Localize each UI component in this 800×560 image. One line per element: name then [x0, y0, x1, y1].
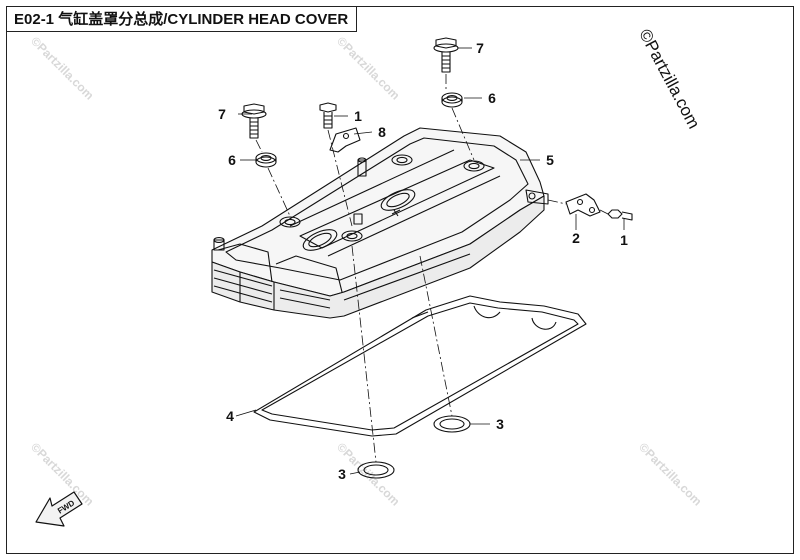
grommet-washer	[255, 152, 277, 168]
callout-1: 1	[620, 232, 628, 248]
o-ring	[433, 415, 471, 433]
hex-bolt	[319, 102, 337, 129]
callout-3: 3	[338, 466, 346, 482]
callout-8: 8	[378, 124, 386, 140]
grommet-washer	[441, 92, 463, 108]
diagram-title: E02-1 气缸盖罩分总成/CYLINDER HEAD COVER	[6, 6, 358, 32]
cylinder-head-cover	[211, 127, 549, 319]
callout-6: 6	[228, 152, 236, 168]
callout-7: 7	[476, 40, 484, 56]
flange-bolt	[433, 37, 459, 73]
wire-bracket	[329, 127, 361, 153]
cylinder-head-cover-gasket	[253, 295, 587, 437]
callout-2: 2	[572, 230, 580, 246]
callout-3: 3	[496, 416, 504, 432]
fwd-arrow-icon	[35, 491, 83, 527]
callout-5: 5	[546, 152, 554, 168]
callout-6: 6	[488, 90, 496, 106]
flange-bolt	[241, 103, 267, 139]
o-ring	[357, 461, 395, 479]
callout-4: 4	[226, 408, 234, 424]
callout-1: 1	[354, 108, 362, 124]
hex-bolt	[607, 209, 633, 221]
mounting-bracket	[565, 193, 601, 217]
callout-7: 7	[218, 106, 226, 122]
leader-lines	[235, 47, 625, 475]
drawing-frame	[6, 6, 794, 554]
assembly-centerlines	[255, 74, 609, 463]
